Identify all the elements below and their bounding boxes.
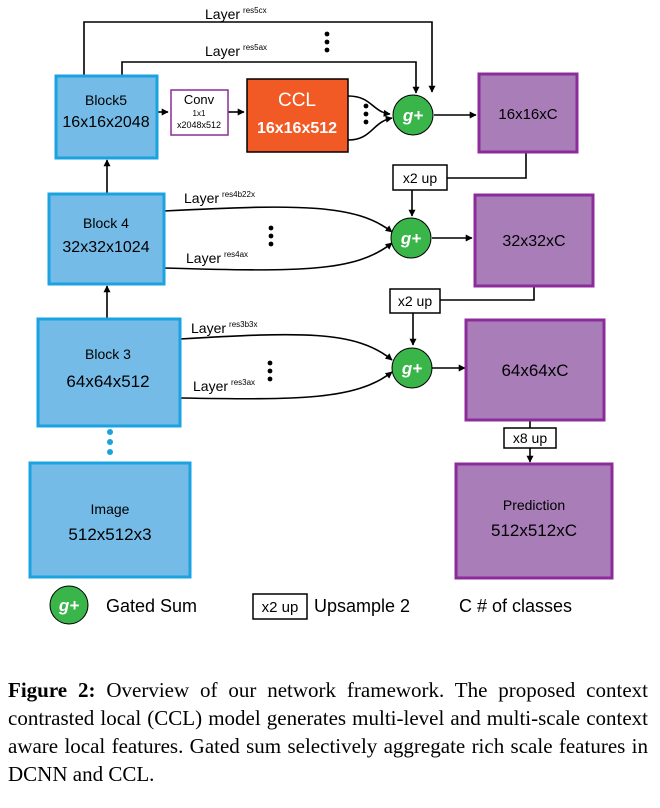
legend-up-symbol-label: x2 up (262, 599, 299, 616)
image-name: Image (91, 501, 130, 517)
block3-name: Block 3 (85, 346, 131, 362)
legend: g+ Gated Sum x2 up Upsample 2 C # of cla… (49, 585, 572, 625)
output-16x16-label: 16x16xC (498, 106, 557, 123)
ccl-dims: 16x16x512 (257, 120, 337, 137)
image-block: Image 512x512x3 (28, 461, 192, 579)
arrow-res5cx (83, 21, 436, 93)
ccl-name: CCL (278, 90, 316, 111)
conv-box: Conv 1x1 x2048x512 (170, 89, 229, 136)
arrow-out32-up (440, 286, 535, 301)
arrow-ccl-gate1-upper (347, 95, 391, 117)
block3: Block 3 64x64x512 (36, 317, 182, 428)
legend-gate-symbol-label: g+ (58, 596, 79, 615)
block4: Block 4 32x32x1024 (47, 192, 166, 286)
ccl-box: CCL 16x16x512 (246, 78, 349, 153)
conv-kernel: 1x1 (193, 109, 206, 118)
upsample-box-2-label: x2 up (398, 293, 432, 309)
upsample-box-1: x2 up (392, 164, 448, 191)
legend-gate-symbol (49, 585, 89, 625)
legend-gate-text: Gated Sum (106, 596, 197, 616)
block4-name: Block 4 (83, 215, 129, 231)
output-64x64: 64x64xC (464, 318, 606, 422)
upsample-box-2: x2 up (389, 288, 441, 314)
gate-node-1: g+ (392, 94, 434, 136)
block3-dims: 64x64x512 (66, 372, 149, 391)
block4-dims: 32x32x1024 (62, 239, 149, 256)
output-32x32: 32x32xC (473, 193, 595, 288)
conv-title: Conv (184, 92, 215, 107)
arrow-block3-gate3-lower (179, 371, 393, 400)
network-diagram: Block5 16x16x2048 Block 4 32x32x1024 Blo… (28, 6, 614, 625)
output-64x64-label: 64x64xC (501, 361, 568, 380)
arrow-block4-gate2-lower (163, 242, 393, 271)
gate-node-2-label: g+ (400, 229, 421, 248)
gate-node-3-label: g+ (401, 359, 422, 378)
image-dims: 512x512x3 (68, 525, 151, 544)
prediction-name: Prediction (503, 497, 565, 513)
legend-up-text: Upsample 2 (314, 596, 410, 616)
legend-up-symbol-box (252, 593, 308, 620)
figure-caption-text: Overview of our network framework. The p… (8, 678, 648, 786)
gate-node-1-label: g+ (402, 106, 423, 125)
figure-caption-label: Figure 2: (8, 678, 96, 702)
gate-node-3: g+ (391, 347, 433, 389)
arrow-res5ax (121, 61, 420, 94)
conv-channels: x2048x512 (177, 120, 221, 130)
connectors (83, 21, 535, 463)
arrow-out16-up (447, 152, 527, 179)
ellipsis-dots-blue (107, 429, 113, 455)
gate-node-2: g+ (390, 217, 432, 259)
arrow-block3-gate3-upper (179, 333, 393, 361)
upsample-box-1-label: x2 up (403, 170, 437, 186)
ellipsis-dots-black (267, 31, 369, 382)
upsample-box-3-label: x8 up (513, 430, 547, 446)
arrow-block4-gate2-upper (163, 206, 393, 233)
prediction-dims: 512x512xC (491, 521, 577, 540)
block5: Block5 16x16x2048 (54, 74, 159, 160)
output-32x32-label: 32x32xC (502, 233, 565, 250)
prediction-box: Prediction 512x512xC (454, 462, 614, 580)
block5-dims: 16x16x2048 (62, 114, 149, 131)
legend-classes-text: C # of classes (459, 596, 572, 616)
block5-name: Block5 (85, 92, 127, 108)
figure-caption: Figure 2: Overview of our network framew… (8, 676, 648, 788)
output-16x16: 16x16xC (477, 72, 579, 154)
arrow-ccl-gate1-lower (347, 115, 393, 141)
upsample-box-3: x8 up (503, 427, 557, 449)
